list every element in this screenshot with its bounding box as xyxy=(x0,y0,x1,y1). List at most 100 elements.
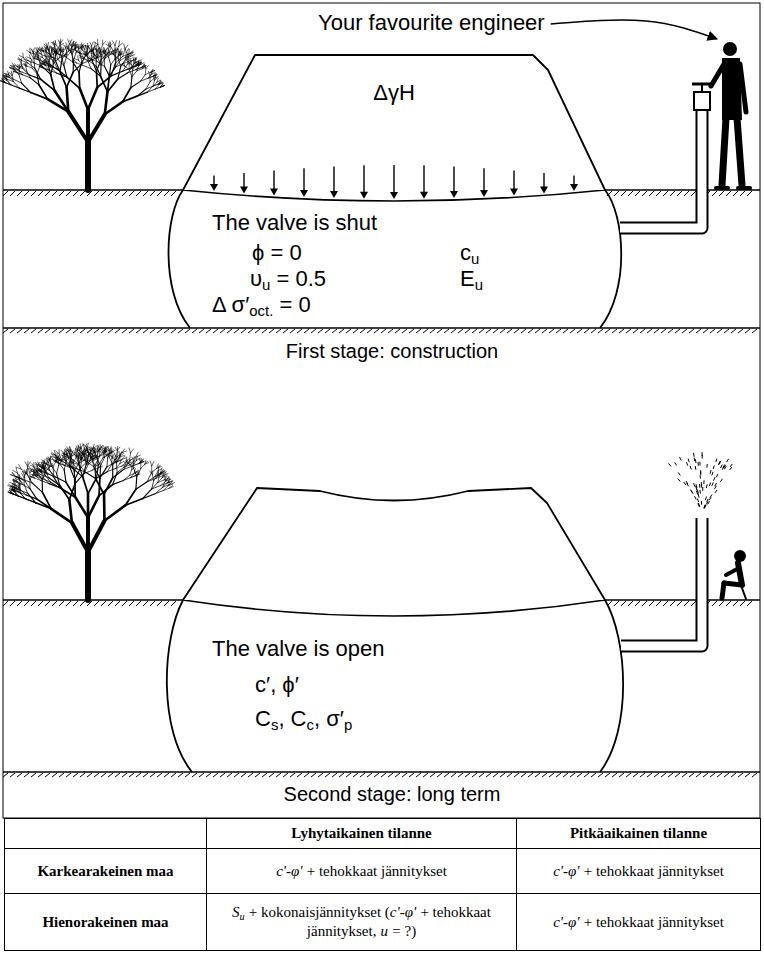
load-arrow-head xyxy=(450,191,458,198)
tree-branch xyxy=(23,69,29,75)
hatch-mark xyxy=(661,329,666,333)
tree-branch xyxy=(88,496,99,518)
hatch-mark xyxy=(38,773,43,777)
water-drop xyxy=(719,461,720,464)
hatch-mark xyxy=(724,329,729,333)
tree-branch xyxy=(59,449,60,454)
tree-branch xyxy=(88,478,96,493)
hatch-mark xyxy=(150,329,155,333)
hatch-mark xyxy=(143,773,148,777)
hatch-mark xyxy=(80,773,85,777)
tree-branch xyxy=(75,497,88,517)
load-arrow-shaft xyxy=(273,170,274,189)
tree-branch xyxy=(74,47,76,50)
tree-branch xyxy=(118,59,121,67)
water-drop xyxy=(705,497,707,500)
tree-branch xyxy=(33,463,34,468)
load-arrow-shaft xyxy=(513,170,514,189)
tree-branch xyxy=(107,462,116,467)
base-line xyxy=(3,327,760,329)
tree-branch xyxy=(15,64,18,67)
tree-branch xyxy=(66,482,75,497)
hatch-mark xyxy=(486,773,491,777)
hatch-mark xyxy=(535,773,540,777)
hatch-mark xyxy=(642,191,647,196)
tree-branch xyxy=(132,457,134,461)
hatch-mark xyxy=(647,773,652,777)
hatch-mark xyxy=(157,191,162,196)
hatch-mark xyxy=(59,601,64,606)
hatch-mark xyxy=(52,191,57,196)
hatch-mark xyxy=(339,329,344,333)
tree-branch xyxy=(89,447,91,451)
tree-branch xyxy=(57,465,59,473)
tree-branch xyxy=(155,490,163,493)
tree-branch xyxy=(131,61,132,65)
ground-hatch xyxy=(3,191,752,196)
tree-branch xyxy=(97,458,101,466)
tree-branch xyxy=(119,43,123,47)
tree-branch xyxy=(27,63,34,68)
hatch-mark xyxy=(192,773,197,777)
tree-branch xyxy=(123,96,138,102)
tree-branch xyxy=(104,55,107,59)
water-drop xyxy=(706,464,707,467)
tree-branch xyxy=(102,51,105,54)
tree-branch xyxy=(96,479,104,495)
load-arrow-head xyxy=(240,186,248,193)
tree-branch xyxy=(129,464,134,468)
hatch-mark xyxy=(157,601,162,606)
tree-branch xyxy=(103,42,106,45)
tree-branch xyxy=(100,445,103,449)
hatch-mark xyxy=(724,773,729,777)
hatch-mark xyxy=(45,329,50,333)
tree-branch xyxy=(74,479,76,497)
tree-branch xyxy=(133,461,135,467)
tree-branch xyxy=(80,48,83,50)
tree-branch xyxy=(88,87,97,109)
tree-branch xyxy=(155,487,163,494)
tree-branch xyxy=(24,64,27,67)
hatch-mark xyxy=(437,773,442,777)
hatch-mark xyxy=(269,329,274,333)
hatch-mark xyxy=(717,329,722,333)
tree-branch xyxy=(131,475,136,477)
hatch-mark xyxy=(318,329,323,333)
tree-branch xyxy=(23,57,27,62)
hatch-mark xyxy=(500,329,505,333)
tree-branch xyxy=(104,50,105,54)
hatch-mark xyxy=(129,773,134,777)
hatch-mark xyxy=(577,773,582,777)
hatch-mark xyxy=(605,329,610,333)
subscript-text: oct. xyxy=(249,302,273,319)
tree-branch xyxy=(50,461,53,467)
state-label: The valve is open xyxy=(212,636,384,661)
label-text: , C xyxy=(278,706,306,731)
tree-branch xyxy=(78,72,80,88)
tree-branch xyxy=(104,59,105,66)
tree-branch xyxy=(97,52,98,58)
water-drop xyxy=(693,483,695,486)
hatch-mark xyxy=(283,329,288,333)
hatch-mark xyxy=(213,329,218,333)
tree-branch xyxy=(152,470,154,474)
tree-branch xyxy=(125,498,142,505)
tree-branch xyxy=(99,51,102,56)
hatch-mark xyxy=(45,191,50,196)
tree-branch xyxy=(90,57,93,60)
water-drop xyxy=(702,487,703,490)
water-drop xyxy=(704,505,705,508)
hatch-mark xyxy=(747,191,752,196)
tree-branch xyxy=(155,87,160,89)
hatch-mark xyxy=(654,329,659,333)
frame xyxy=(3,3,760,818)
hatch-mark xyxy=(430,329,435,333)
hatch-mark xyxy=(402,773,407,777)
load-arrow-head xyxy=(330,191,338,198)
tree-branch xyxy=(106,458,108,467)
load-arrow-head xyxy=(420,192,428,199)
load-arrow-shaft xyxy=(483,168,484,191)
table-cell xyxy=(5,819,207,849)
hatch-mark xyxy=(689,329,694,333)
